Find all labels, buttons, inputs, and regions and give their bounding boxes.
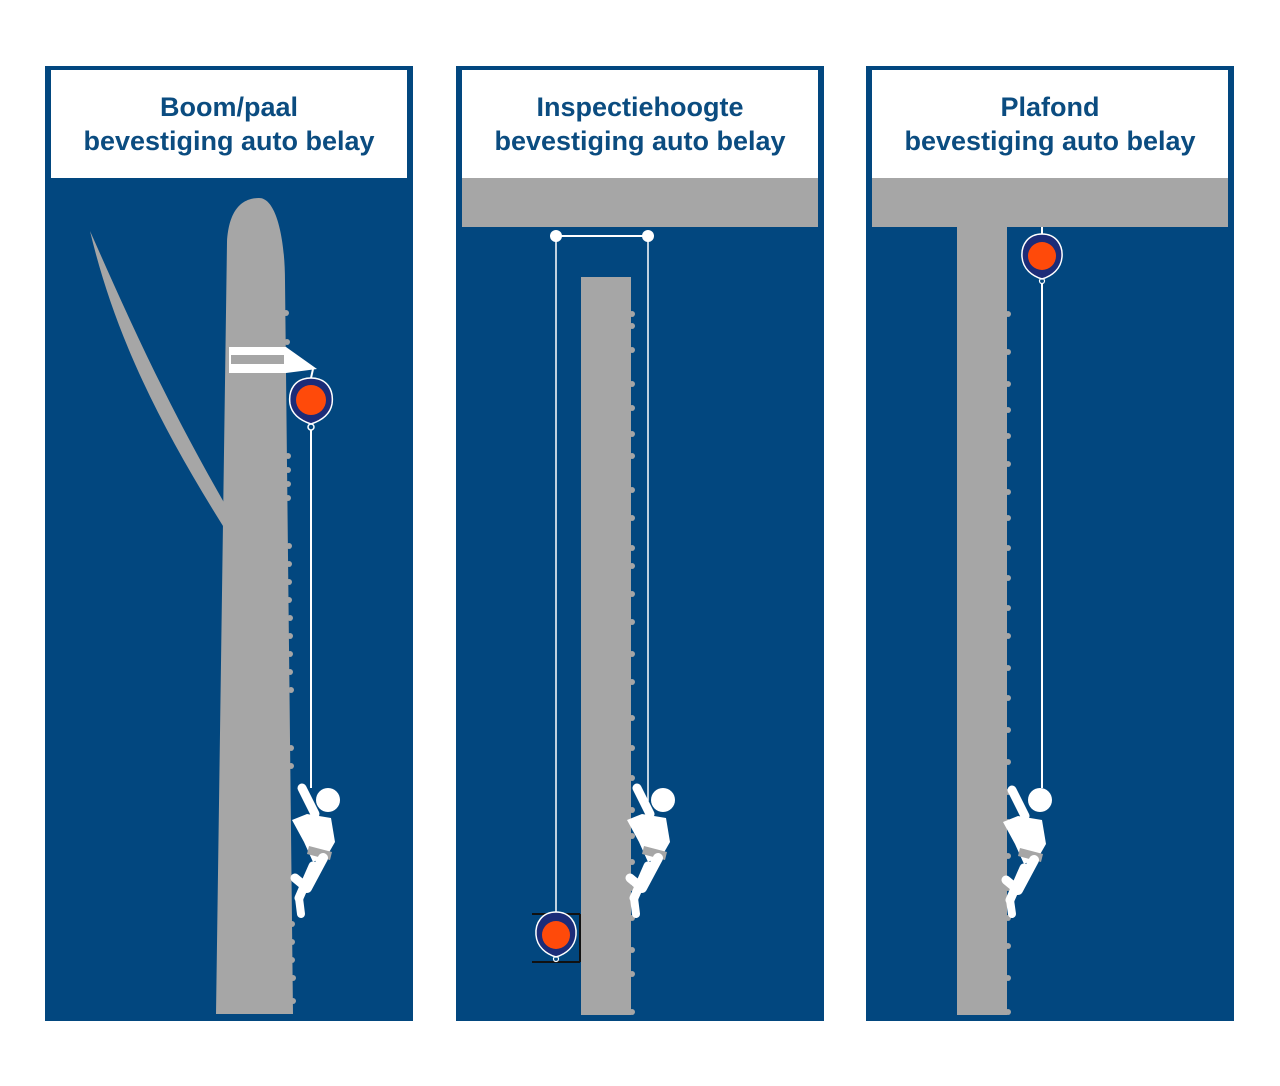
panel-tree-pole-mount: Boom/paal bevestiging auto belay [45, 66, 413, 1021]
climbing-wall-icon [957, 227, 1007, 1015]
ceiling-beam-icon [462, 178, 818, 227]
auto-belay-device-icon [288, 368, 334, 431]
title-line-2: bevestiging auto belay [83, 126, 375, 156]
auto-belay-device-icon [535, 911, 577, 963]
ceiling-beam-icon [872, 178, 1228, 227]
strap-anchor-icon [229, 347, 317, 373]
panel-title: Inspectiehoogte bevestiging auto belay [462, 70, 818, 178]
tree-branch-icon [90, 231, 233, 534]
climbing-wall-icon [581, 277, 631, 1015]
tree-pole-scene [90, 198, 340, 1014]
climbing-holds [1005, 311, 1011, 1015]
climber-icon [625, 783, 675, 918]
climber-icon [290, 783, 340, 918]
climber-icon [1001, 785, 1052, 918]
climbing-holds [629, 311, 635, 1015]
title-line-1: Boom/paal [159, 92, 299, 122]
title-line-2: bevestiging auto belay [494, 126, 786, 156]
auto-belay-device-icon [1021, 227, 1063, 285]
climbing-holds [283, 310, 296, 1004]
panel-title: Boom/paal bevestiging auto belay [51, 70, 407, 178]
panel-ceiling-mount: Plafond bevestiging auto belay [866, 66, 1234, 1021]
inspection-height-scene [462, 178, 818, 1015]
panel-title: Plafond bevestiging auto belay [872, 70, 1228, 178]
title-line-1: Inspectiehoogte [536, 92, 744, 122]
title-line-1: Plafond [1000, 92, 1100, 122]
pulley-icon [550, 230, 654, 242]
panel-inspection-height-mount: Inspectiehoogte bevestiging auto belay [456, 66, 824, 1021]
tree-trunk-icon [216, 198, 293, 1014]
title-line-2: bevestiging auto belay [904, 126, 1196, 156]
ceiling-scene [872, 178, 1228, 1015]
